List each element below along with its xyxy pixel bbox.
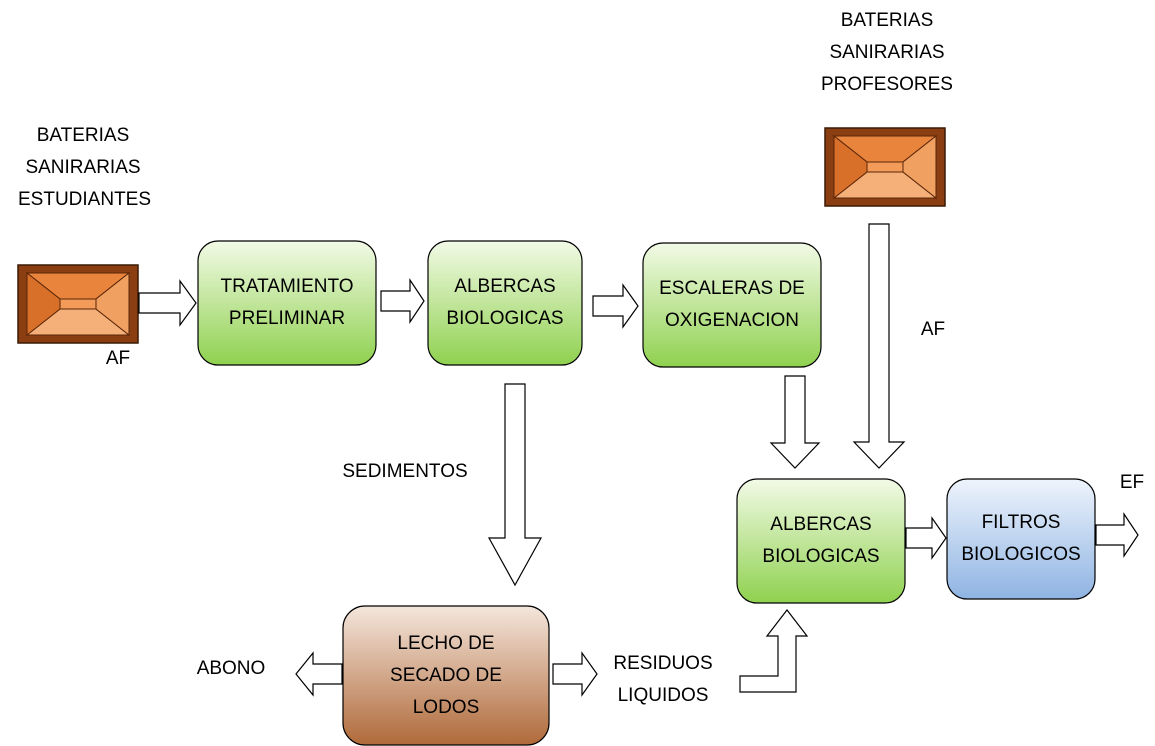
box-biological-ponds-1 bbox=[427, 240, 583, 366]
box-oxygenation-stairs bbox=[642, 242, 822, 368]
professors-flow-label: AF bbox=[920, 319, 946, 340]
arrow-stairs-to-ponds2 bbox=[769, 375, 821, 469]
sediments-label: SEDIMENTOS bbox=[342, 461, 468, 482]
biological-ponds-1-label: ALBERCAS BIOLOGICAS bbox=[446, 276, 564, 329]
arrow-ponds2-to-filters bbox=[905, 516, 947, 560]
arrow-sludge-to-liquid-waste bbox=[552, 651, 598, 697]
fertilizer-label: ABONO bbox=[196, 658, 266, 679]
liquid-waste-label: RESIDUOS LIQUIDOS bbox=[613, 653, 713, 706]
box-biological-filters bbox=[946, 478, 1096, 600]
students-label: BATERIAS SANIRARIAS ESTUDIANTES bbox=[18, 125, 152, 210]
effluent-label: EF bbox=[1119, 472, 1145, 493]
source-professors-icon bbox=[824, 127, 946, 207]
source-students-icon bbox=[17, 264, 139, 344]
students-flow-label: AF bbox=[105, 348, 131, 369]
box-sludge-drying-bed bbox=[342, 605, 550, 746]
arrow-students-to-preliminary bbox=[138, 279, 197, 327]
box-preliminary-treatment bbox=[197, 240, 377, 366]
arrow-ponds-to-stairs bbox=[592, 283, 639, 329]
arrow-professors-to-ponds2 bbox=[852, 223, 906, 469]
arrow-sludge-to-fertilizer bbox=[295, 651, 343, 697]
arrow-liquid-waste-to-ponds2 bbox=[739, 609, 809, 693]
oxygenation-stairs-label: ESCALERAS DE OXIGENACION bbox=[659, 278, 805, 331]
professors-label: BATERIAS SANIRARIAS PROFESORES bbox=[821, 10, 953, 95]
arrow-preliminary-to-ponds bbox=[380, 278, 425, 324]
arrow-filters-effluent bbox=[1095, 512, 1139, 558]
arrow-ponds-sediments-down bbox=[487, 383, 543, 587]
preliminary-treatment-label: TRATAMIENTO PRELIMINAR bbox=[220, 276, 354, 329]
box-biological-ponds-2 bbox=[736, 478, 906, 604]
biological-ponds-2-label: ALBERCAS BIOLOGICAS bbox=[762, 514, 880, 567]
sludge-drying-bed-label: LECHO DE SECADO DE LODOS bbox=[390, 632, 502, 718]
biological-filters-label: FILTROS BIOLOGICOS bbox=[961, 512, 1081, 565]
